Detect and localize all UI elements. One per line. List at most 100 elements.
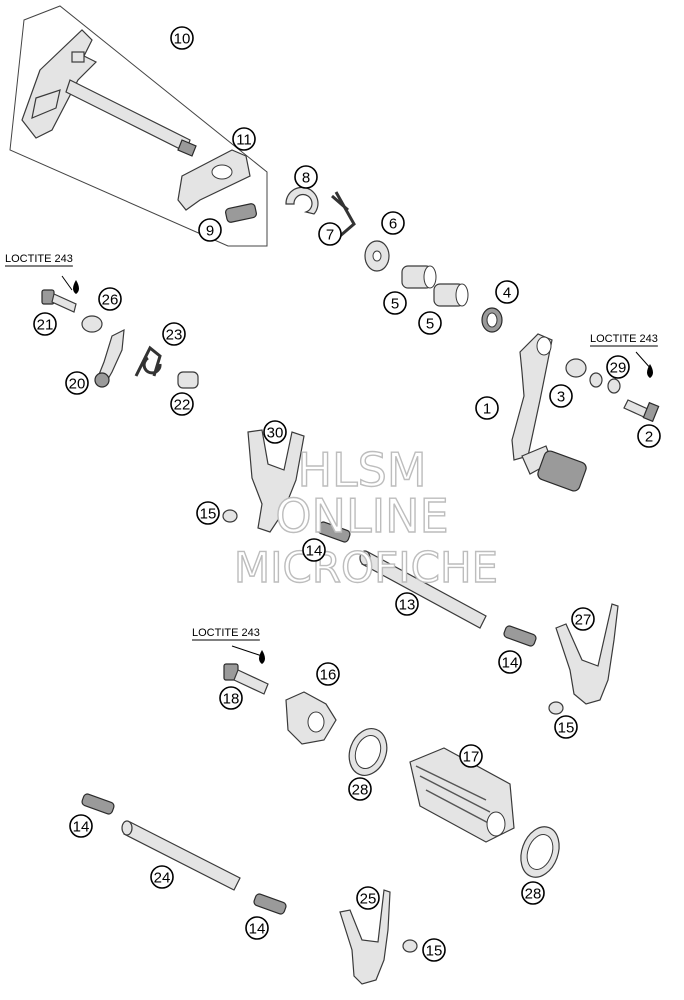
callout-2: 2 — [637, 424, 661, 448]
callout-circle — [498, 650, 522, 674]
callout-circle — [549, 384, 573, 408]
callout-circle — [606, 355, 630, 379]
callout-label: 2 — [645, 429, 653, 446]
shift-lever — [511, 333, 587, 492]
watermark: HLSM ONLINE MICROFICHE — [233, 442, 499, 592]
callout-circle — [459, 744, 483, 768]
callout-label: 3 — [557, 389, 565, 406]
callout-circle — [395, 592, 419, 616]
callout-circle — [162, 322, 186, 346]
watermark-line1: HLSM — [297, 443, 426, 497]
callout-17: 17 — [459, 744, 483, 768]
loctite-drop-2 — [647, 364, 653, 378]
callout-label: 17 — [463, 749, 480, 766]
callout-label: 28 — [525, 886, 542, 903]
callout-label: 15 — [200, 506, 217, 523]
callout-label: 28 — [352, 782, 369, 799]
callout-label: 26 — [102, 292, 119, 309]
callout-26: 26 — [98, 287, 122, 311]
callout-circle — [263, 420, 287, 444]
shift-shaft — [21, 29, 197, 157]
callout-22: 22 — [170, 392, 194, 416]
callout-label: 15 — [558, 720, 575, 737]
callout-circle — [356, 886, 380, 910]
callout-29: 29 — [606, 355, 630, 379]
callout-11: 11 — [232, 127, 256, 151]
callout-label: 14 — [73, 819, 90, 836]
loctite-note: LOCTITE 243 — [590, 333, 658, 345]
spring-14b — [503, 625, 537, 647]
callout-label: 29 — [610, 360, 627, 377]
spring-14a — [317, 521, 351, 543]
callout-circle — [69, 814, 93, 838]
callout-label: 13 — [399, 597, 416, 614]
callout-circle — [348, 777, 372, 801]
subassembly-box — [9, 5, 268, 247]
callout-circle — [219, 686, 243, 710]
spring-clip-7 — [331, 191, 356, 238]
callout-28: 28 — [348, 777, 372, 801]
callout-5: 5 — [418, 311, 442, 335]
callout-circle — [418, 311, 442, 335]
callout-24: 24 — [150, 865, 174, 889]
callout-13: 13 — [395, 592, 419, 616]
callout-circle — [316, 662, 340, 686]
callout-3: 3 — [549, 384, 573, 408]
callout-label: 14 — [502, 655, 519, 672]
loctite-note: LOCTITE 243 — [192, 627, 260, 639]
callout-circle — [33, 312, 57, 336]
locking-plate — [177, 149, 251, 211]
callout-label: 10 — [174, 31, 191, 48]
loctite-drop-3 — [259, 650, 265, 664]
callout-23: 23 — [162, 322, 186, 346]
callout-circle — [170, 26, 194, 50]
callout-label: 14 — [306, 543, 323, 560]
spring-14d — [253, 893, 287, 915]
callout-circle — [98, 287, 122, 311]
callout-label: 8 — [302, 170, 310, 187]
callout-numbers: 1011987655426212320222931230151413271416… — [33, 26, 661, 962]
callout-label: 23 — [166, 327, 183, 344]
callout-circle — [245, 916, 269, 940]
callout-label: 15 — [426, 943, 443, 960]
callout-circle — [150, 865, 174, 889]
callout-25: 25 — [356, 886, 380, 910]
callout-8: 8 — [294, 165, 318, 189]
spring-23 — [134, 345, 162, 377]
callout-circle — [318, 222, 342, 246]
callout-15: 15 — [554, 715, 578, 739]
fork-rod-24 — [121, 820, 241, 891]
callout-27: 27 — [571, 607, 595, 631]
callout-30: 30 — [263, 420, 287, 444]
pin-15c — [402, 939, 418, 953]
callout-circle — [232, 127, 256, 151]
shift-fork-25 — [339, 889, 391, 985]
callout-21: 21 — [33, 312, 57, 336]
callout-10: 10 — [170, 26, 194, 50]
callout-14: 14 — [498, 650, 522, 674]
callout-14: 14 — [245, 916, 269, 940]
drum-segment-16 — [285, 691, 337, 745]
callout-15: 15 — [196, 501, 220, 525]
callout-circle — [637, 424, 661, 448]
pin-15a — [222, 509, 238, 523]
callout-label: 16 — [320, 667, 337, 684]
callout-15: 15 — [422, 938, 446, 962]
callout-circle — [294, 165, 318, 189]
callout-14: 14 — [302, 538, 326, 562]
callout-label: 30 — [267, 425, 284, 442]
callout-5: 5 — [383, 291, 407, 315]
callout-16: 16 — [316, 662, 340, 686]
callout-label: 18 — [223, 691, 240, 708]
bushing-22 — [177, 371, 199, 389]
bearing-5b — [433, 283, 469, 307]
callout-circle — [554, 715, 578, 739]
shift-fork-30 — [247, 429, 305, 533]
shift-drum-17 — [409, 747, 515, 843]
loctite-note: LOCTITE 243 — [5, 253, 73, 265]
callout-circle — [196, 501, 220, 525]
callout-label: 5 — [426, 316, 434, 333]
callout-circle — [495, 280, 519, 304]
callout-label: 27 — [575, 612, 592, 629]
